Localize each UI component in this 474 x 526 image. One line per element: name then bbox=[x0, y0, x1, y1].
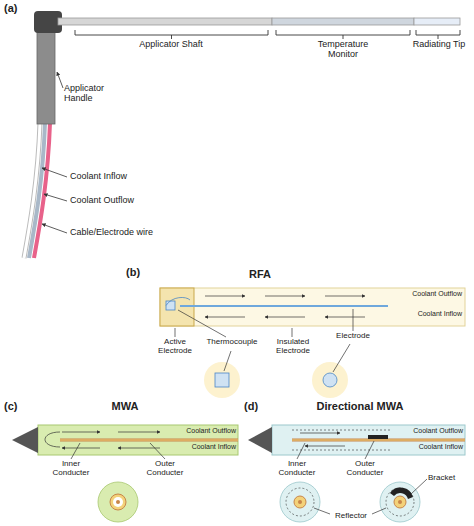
part-label: Coolant Outflow bbox=[166, 427, 236, 435]
part-label: Coolant Inflow bbox=[70, 172, 180, 182]
part-label: Outer Conducter bbox=[138, 460, 192, 478]
panel-title: RFA bbox=[230, 268, 290, 280]
part-label: Coolant Outflow bbox=[390, 290, 462, 298]
part-label: Bracket bbox=[428, 474, 472, 483]
panel-title: (a) bbox=[4, 2, 34, 14]
rfa-probe bbox=[160, 288, 465, 398]
part-label: Coolant Outflow bbox=[393, 427, 463, 435]
part-label: Applicator Shaft bbox=[125, 40, 217, 50]
part-label: Coolant Inflow bbox=[390, 310, 462, 318]
part-label: Coolant Outflow bbox=[70, 196, 180, 206]
part-label: Coolant Inflow bbox=[393, 443, 463, 451]
applicator bbox=[24, 11, 460, 258]
panel-title: Directional MWA bbox=[295, 400, 425, 412]
part-label: Cable/Electrode wire bbox=[70, 228, 200, 238]
part-label: Outer Conducter bbox=[338, 460, 392, 478]
part-label: Radiating Tip bbox=[410, 40, 468, 50]
part-label: Inner Conducter bbox=[270, 460, 324, 478]
panel-title: (b) bbox=[126, 266, 156, 278]
panel-title: (d) bbox=[244, 400, 274, 412]
panel-title: MWA bbox=[95, 400, 155, 412]
part-label: Applicator Handle bbox=[64, 84, 126, 104]
part-label: Insulated Electrode bbox=[264, 338, 322, 356]
part-label: Inner Conducter bbox=[44, 460, 98, 478]
part-label: Active Electrode bbox=[148, 338, 202, 356]
part-label: Electrode bbox=[326, 332, 380, 341]
panel-title: (c) bbox=[4, 400, 34, 412]
mwa-probe bbox=[12, 425, 238, 522]
part-label: Temperature Monitor bbox=[305, 40, 381, 60]
part-label: Reflector bbox=[326, 512, 376, 521]
part-label: Thermocouple bbox=[200, 338, 264, 347]
part-label: Coolant Inflow bbox=[166, 443, 236, 451]
